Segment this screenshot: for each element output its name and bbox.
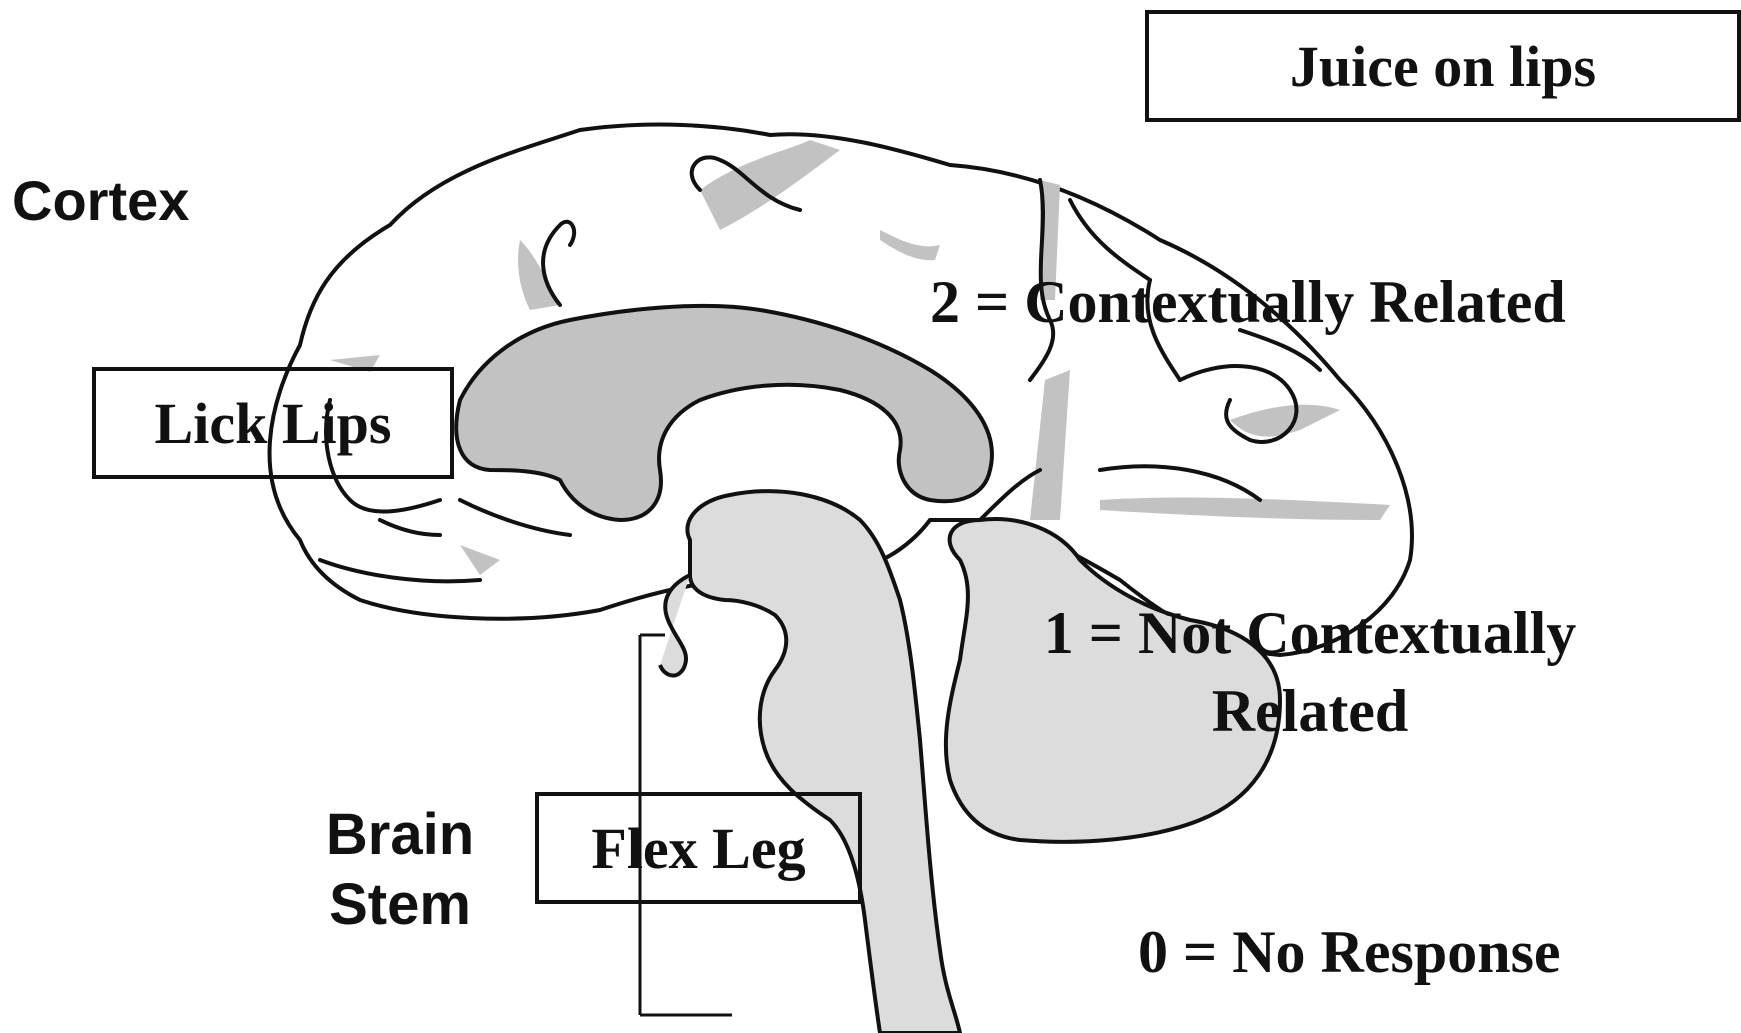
flex-leg-box: Flex Leg xyxy=(535,792,862,904)
stimulus-box: Juice on lips xyxy=(1145,10,1741,122)
brain-stem-label-line1: Brain xyxy=(310,800,490,870)
score-1-label: 1 = Not Contextually Related xyxy=(1010,594,1610,750)
lick-lips-box: Lick Lips xyxy=(92,367,454,479)
brain-stem-label-line2: Stem xyxy=(310,870,490,940)
score-1-label-line2: Related xyxy=(1010,672,1610,750)
flex-leg-label: Flex Leg xyxy=(591,815,805,882)
lick-lips-label: Lick Lips xyxy=(155,390,392,457)
score-2-label: 2 = Contextually Related xyxy=(930,268,1566,337)
brainstem xyxy=(687,491,960,1033)
score-1-label-line1: 1 = Not Contextually xyxy=(1010,594,1610,672)
score-0-label: 0 = No Response xyxy=(1138,918,1561,987)
cortex-label: Cortex xyxy=(12,168,189,233)
stimulus-label: Juice on lips xyxy=(1290,33,1596,100)
brain-stem-label: Brain Stem xyxy=(310,800,490,940)
